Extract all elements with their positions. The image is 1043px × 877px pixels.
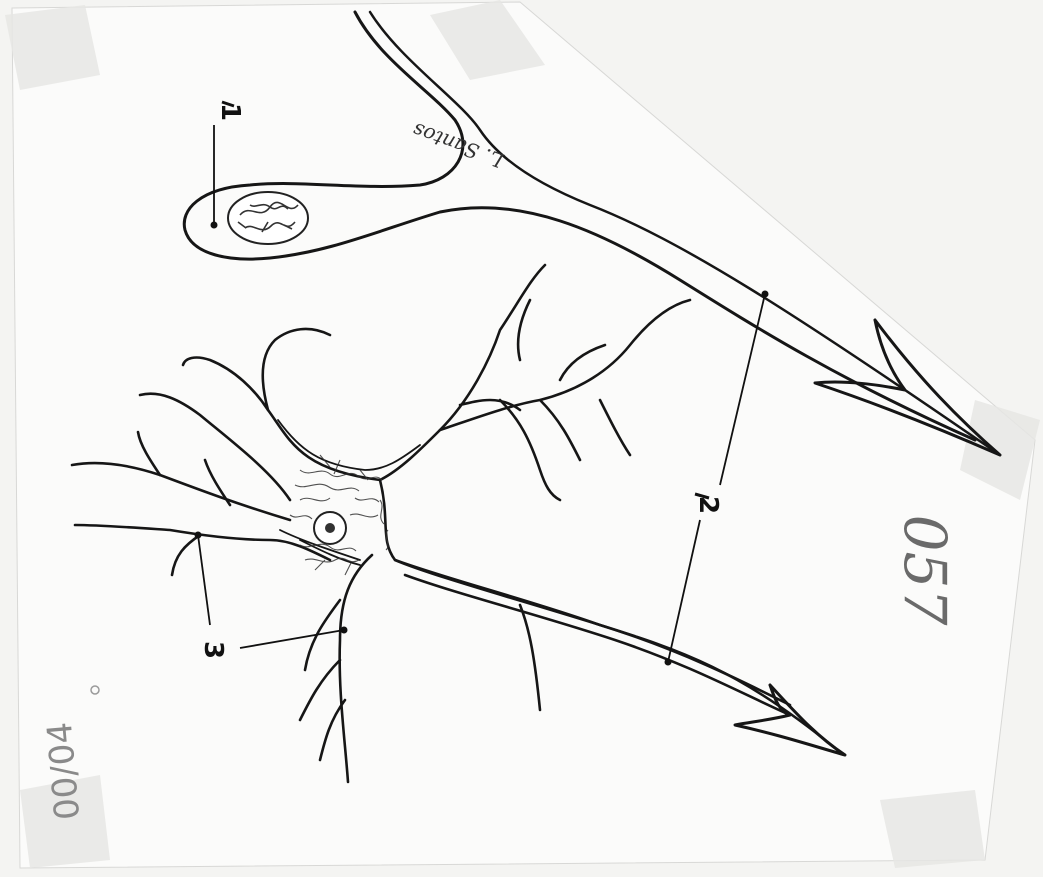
handwritten-number: 057 bbox=[891, 515, 959, 626]
label-3: 3 bbox=[198, 641, 228, 659]
neuron-nucleolus bbox=[325, 523, 335, 533]
catalog-number: 00/04 bbox=[40, 720, 88, 821]
paper-sheet bbox=[12, 2, 1035, 868]
unipolar-nucleus bbox=[228, 192, 308, 244]
tape-top-left bbox=[5, 5, 100, 90]
tape-bottom-right bbox=[880, 790, 985, 868]
